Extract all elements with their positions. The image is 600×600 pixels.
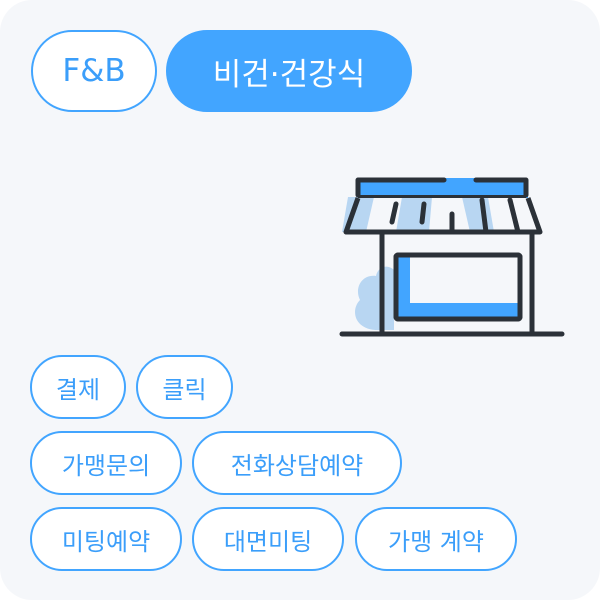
tag-meeting-reservation[interactable]: 미팅예약 — [30, 507, 182, 571]
tag-label: 가맹문의 — [61, 451, 151, 480]
tag-vegan-healthy[interactable]: 비건·건강식 — [166, 30, 412, 112]
tag-franchise-contract[interactable]: 가맹 계약 — [355, 507, 517, 571]
tag-phone-consult[interactable]: 전화상담예약 — [192, 431, 402, 495]
tag-label: 미팅예약 — [61, 527, 151, 556]
tag-label: F&B — [62, 53, 126, 89]
tag-payment[interactable]: 결제 — [30, 355, 126, 419]
tag-label: 전화상담예약 — [230, 451, 364, 480]
tag-label: 비건·건강식 — [212, 56, 366, 93]
storefront-icon — [339, 177, 565, 337]
tag-click[interactable]: 클릭 — [136, 355, 233, 419]
tag-fnb[interactable]: F&B — [31, 30, 157, 112]
tag-franchise-inquiry[interactable]: 가맹문의 — [30, 431, 182, 495]
tag-in-person-meeting[interactable]: 대면미팅 — [192, 507, 344, 571]
tag-label: 클릭 — [162, 375, 207, 404]
tag-label: 결제 — [55, 375, 101, 404]
tag-label: 대면미팅 — [223, 527, 313, 556]
tag-label: 가맹 계약 — [388, 527, 484, 556]
